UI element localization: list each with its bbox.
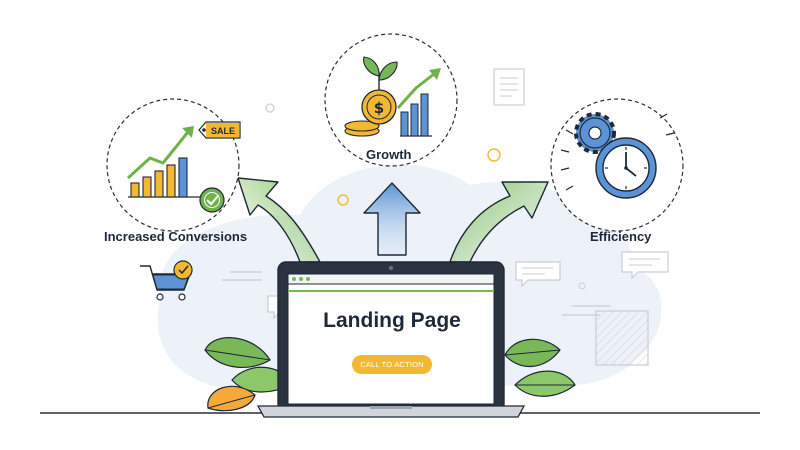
clock-icon — [595, 137, 657, 199]
chat-bubble-icon — [621, 251, 669, 280]
gear-icon — [574, 112, 616, 154]
landing-page-title: Landing Page — [323, 309, 461, 332]
laptop-icon — [256, 261, 526, 418]
check-badge-icon — [199, 187, 225, 213]
document-icon — [493, 68, 525, 106]
decor-dot — [265, 103, 275, 113]
sale-tag-text: SALE — [211, 126, 235, 136]
label-growth: Growth — [366, 147, 412, 162]
label-efficiency: Efficiency — [590, 229, 652, 244]
decor-dot — [337, 194, 349, 206]
label-increased-conversions: Increased Conversions — [104, 229, 248, 244]
chat-bubble-icon — [515, 261, 561, 288]
arrow-to-efficiency — [449, 181, 549, 263]
coin-sprout-icon: $ — [344, 56, 441, 137]
decor-lines — [222, 271, 610, 316]
decor-hatch — [595, 310, 649, 366]
arrow-to-conversions — [237, 177, 321, 263]
arrow-to-growth — [363, 182, 421, 256]
svg-text:$: $ — [374, 99, 384, 117]
bar-chart-icon — [126, 126, 200, 198]
decor-dot — [487, 148, 501, 162]
efficiency-ticks — [560, 113, 675, 191]
leaf-icon — [504, 338, 576, 397]
call-to-action-button[interactable]: CALL TO ACTION — [352, 355, 432, 374]
shopping-cart-icon — [140, 260, 193, 301]
leaf-icon — [204, 337, 291, 412]
decor-dot — [578, 282, 586, 290]
sale-tag-icon: SALE — [198, 121, 241, 139]
